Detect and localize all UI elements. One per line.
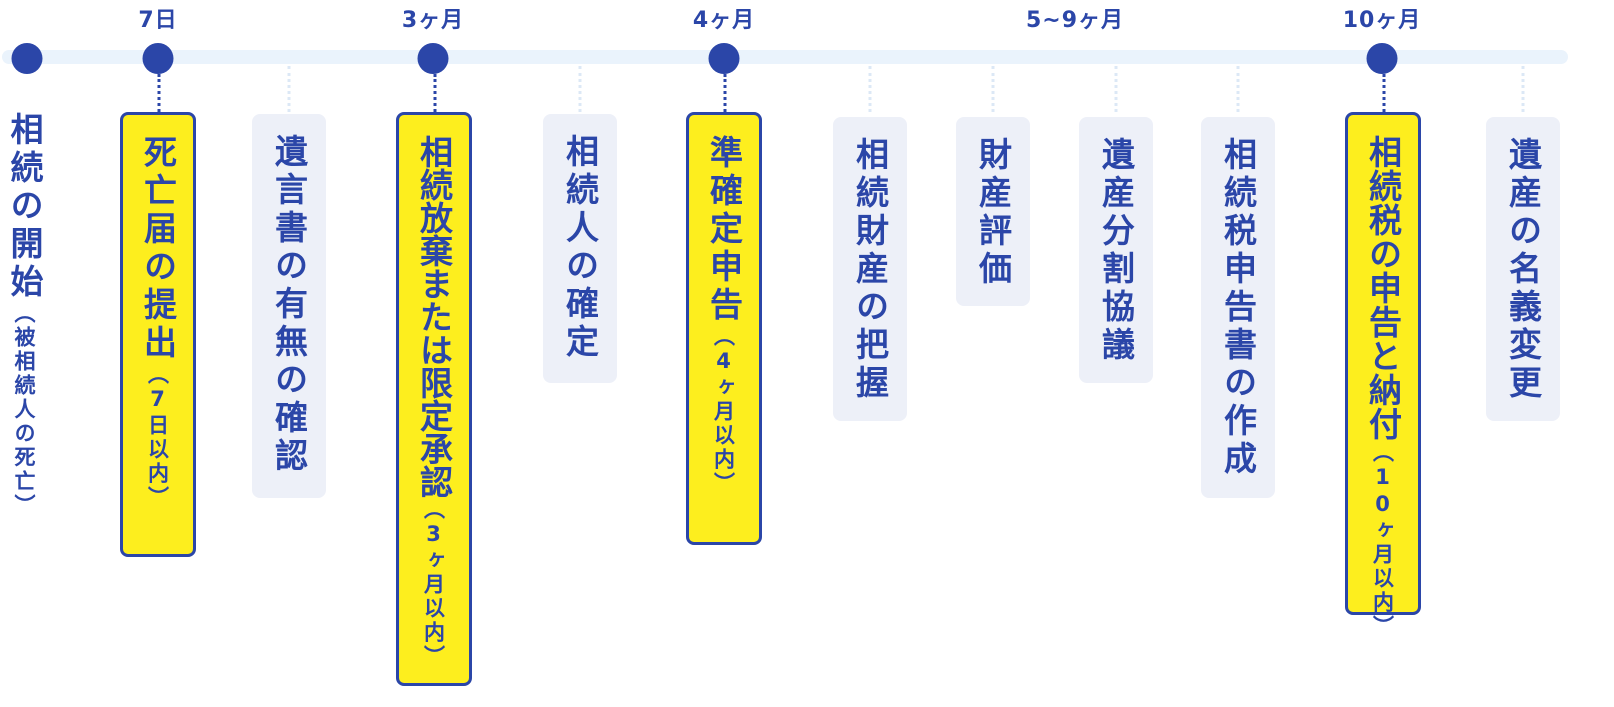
milestone-dot-3-months	[417, 43, 449, 74]
step-title-transfer: 遺産の名義変更	[1486, 117, 1560, 421]
step-renunciation-or-limited-approval: 相続放棄または限定承認（3ヶ月以内）	[396, 112, 472, 686]
step-note: （7日以内）	[145, 363, 170, 510]
step-note: （4ヶ月以内）	[711, 325, 736, 496]
period-label-4-months: 4ヶ月	[692, 8, 756, 33]
step-death-notification: 死亡届の提出（7日以内）	[120, 112, 196, 557]
step-property-valuation: 財産評価	[956, 117, 1030, 306]
connector-dotted-light	[578, 66, 582, 112]
step-quasi-final-tax-return: 準確定申告（4ヶ月以内）	[686, 112, 762, 545]
connector-dotted-light	[1236, 66, 1240, 112]
step-tax-return-preparation: 相続税申告書の作成	[1201, 117, 1275, 498]
period-label-5-9-months: 5~9ヶ月	[1025, 8, 1125, 33]
period-label-10-months: 10ヶ月	[1342, 8, 1422, 33]
step-title: 準確定申告	[704, 135, 744, 325]
step-title: 死亡届の提出	[138, 135, 178, 363]
step-heir-determination: 相続人の確定	[543, 114, 617, 383]
step-title: 相続財産の把握	[850, 137, 890, 403]
step-title: 相続の開始	[5, 112, 44, 302]
period-label-3-months: 3ヶ月	[401, 8, 465, 33]
connector-dotted	[723, 74, 727, 112]
step-estate-division-agreement: 遺産分割協議	[1079, 117, 1153, 383]
connector-dotted-light	[868, 66, 872, 112]
connector-dotted	[433, 74, 437, 112]
step-title: 財産評価	[973, 137, 1013, 289]
step-will-confirmation: 遺言書の有無の確認	[252, 114, 326, 498]
step-title: 遺産の名義変更	[1503, 137, 1543, 403]
connector-dotted-light	[1521, 66, 1525, 112]
step-title: 相続税申告書の作成	[1218, 137, 1258, 479]
connector-dotted-light	[991, 66, 995, 112]
step-note: （3ヶ月以内）	[421, 498, 446, 669]
step-title: 遺言書の有無の確認	[269, 134, 309, 476]
connector-dotted	[1382, 74, 1386, 112]
milestone-dot-7-days	[142, 43, 174, 74]
step-title: 遺産分割協議	[1096, 137, 1136, 365]
connector-dotted-light	[1114, 66, 1118, 112]
milestone-dot-start	[11, 43, 43, 74]
connector-dotted	[157, 74, 161, 112]
milestone-dot-4-months	[708, 43, 740, 74]
step-note: （10ヶ月以内）	[1370, 441, 1395, 639]
period-label-7-days: 7日	[138, 8, 178, 33]
step-tax-filing-and-payment: 相続税の申告と納付（10ヶ月以内）	[1345, 112, 1421, 639]
milestone-dot-10-months	[1366, 43, 1398, 74]
step-title: 相続放棄または限定承認	[414, 135, 454, 498]
step-title: 相続人の確定	[560, 134, 600, 362]
step-note: （被相続人の死亡）	[12, 302, 36, 518]
timeline-bar	[2, 50, 1568, 64]
connector-dotted-light	[287, 66, 291, 112]
step-inheritance-start: 相続の開始（被相続人の死亡）	[5, 112, 44, 518]
step-estate-assessment: 相続財産の把握	[833, 117, 907, 421]
step-title: 相続税の申告と納付	[1363, 135, 1403, 441]
